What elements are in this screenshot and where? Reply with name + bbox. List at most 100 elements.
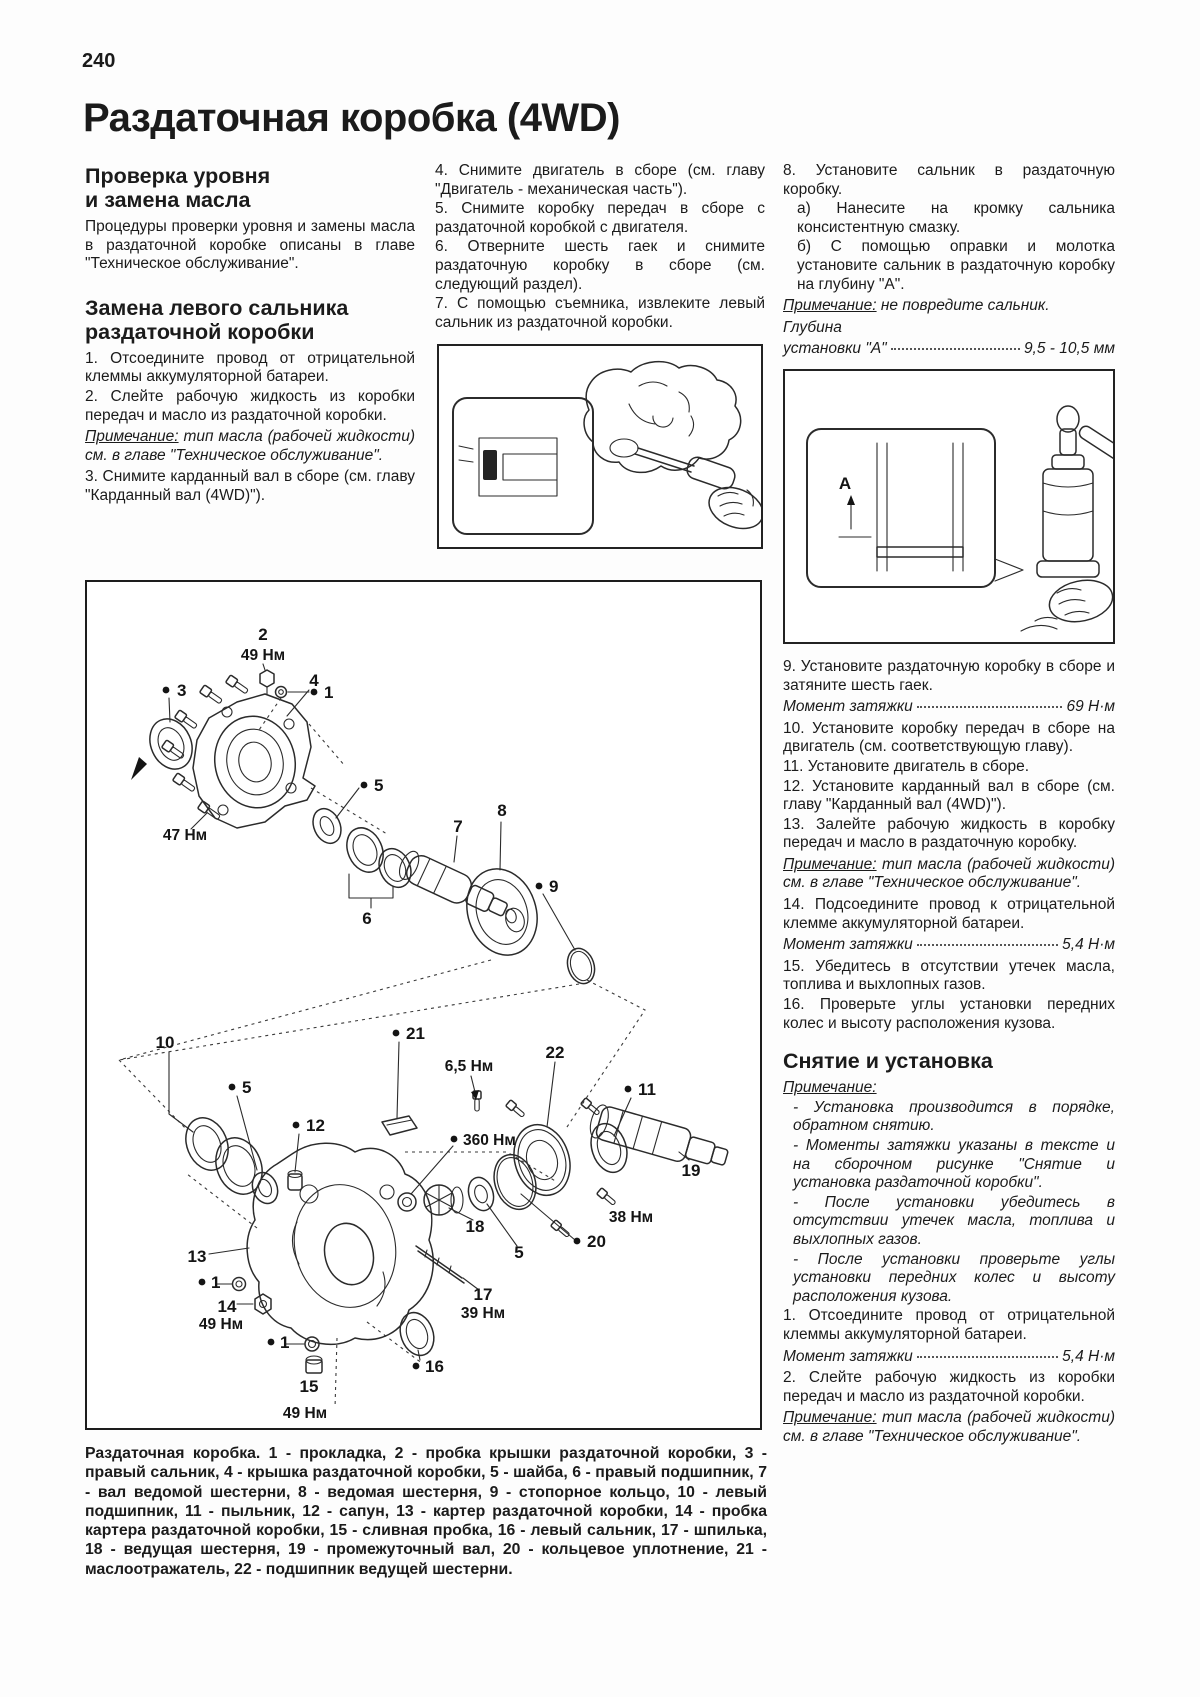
part-label-7: 7 [453, 817, 462, 836]
stud-drawing [415, 1245, 465, 1284]
torque-spec-14: Момент затяжки 5,4 Н·м [783, 936, 1115, 955]
note-label: Примечание: [783, 297, 877, 315]
torque-label-360: 360 Нм [463, 1132, 516, 1149]
note-bullet-1: - Установка производится в порядке, обра… [793, 1098, 1115, 1135]
part-label-15: 15 [300, 1377, 319, 1396]
para-oil-check: Процедуры проверки уровня и замены масла… [85, 218, 415, 273]
gasket-washer-drawing [274, 685, 288, 699]
seal-driver-tool-drawing [1036, 405, 1113, 578]
puller-tool-drawing [634, 447, 761, 530]
part-label-12: 12 [306, 1116, 325, 1135]
spec-label: установки "А" [783, 340, 887, 358]
step-12: 12. Установите карданный вал в сборе (см… [783, 777, 1115, 814]
step-16: 16. Проверьте углы установки передних ко… [783, 996, 1115, 1032]
step-5: 5. Снимите коробку передач в сборе с раз… [435, 200, 765, 236]
right-bearing-drawing [346, 827, 412, 889]
washer-drawing [312, 807, 342, 845]
o-ring-drawing [493, 1153, 537, 1211]
part-label-5: 5 [374, 776, 383, 795]
driven-gear-shaft-drawing [398, 850, 508, 917]
note-label: Примечание: [783, 1409, 877, 1427]
spec-value: 5,4 Н·м [1062, 1347, 1115, 1365]
ri-step-2: 2. Слейте рабочую жидкость из коробки пе… [783, 1369, 1115, 1405]
torque-label-47: 47 Нм [163, 827, 207, 844]
part-label-11: 11 [638, 1080, 656, 1099]
part-label-22: 22 [546, 1043, 565, 1062]
part-label-16: 16 [425, 1357, 444, 1376]
part-label-1: 1 [324, 683, 333, 702]
shaft-nut-drawing [397, 1192, 417, 1212]
step-2: 2. Слейте рабочую жидкость из коробки пе… [85, 387, 415, 424]
torque-label-49c: 49 Нм [283, 1405, 327, 1422]
upper-assembly: 1 2 49 Нм 3 4 5 6 7 8 9 47 Нм [131, 625, 596, 985]
step-8a: а) Нанесите на кромку сальника консистен… [797, 200, 1115, 236]
construction-lines [118, 697, 646, 1409]
note-seal: Примечание: не повредите сальник. [783, 297, 1115, 316]
snap-ring-drawing [566, 947, 596, 985]
step-4: 4. Снимите двигатель в сборе (см. главу … [435, 162, 765, 198]
step-8b: б) С помощью оправки и молотка установит… [797, 238, 1115, 293]
note-ri: Примечание: [783, 1079, 1115, 1098]
exploded-diagram: 1 2 49 Нм 3 4 5 6 7 8 9 47 Нм [118, 625, 729, 1422]
seal-removal-drawing [452, 361, 761, 536]
note-text: тип масла (рабочей жидкости) см. в главе… [783, 855, 1115, 892]
depth-spec: установки "А" 9,5 - 10,5 мм [783, 340, 1115, 359]
heading-oil-check: Проверка уровня и замена масла [85, 164, 271, 212]
spec-value: 9,5 - 10,5 мм [1023, 340, 1115, 358]
left-bearing-drawing [185, 1117, 263, 1195]
upper-leader-lines [168, 689, 576, 951]
hand-drawing [1020, 579, 1113, 632]
part-label-14: 14 [218, 1297, 237, 1316]
torque-label-65: 6,5 Нм [445, 1058, 494, 1075]
dotted-leader [916, 706, 1063, 709]
spec-value: 69 Н·м [1066, 698, 1115, 716]
dotted-leader [890, 348, 1020, 351]
cover-plate-drawing [192, 693, 316, 829]
note-bullet-3: - После установки убедитесь в отсутствии… [793, 1193, 1115, 1248]
step-3: 3. Снимите карданный вал в сборе (см. гл… [85, 468, 415, 504]
note-bullet-4: - После установки проверьте углы установ… [793, 1250, 1115, 1305]
driven-gear-drawing [466, 868, 538, 956]
step-9: 9. Установите раздаточную коробку в сбор… [783, 657, 1115, 694]
heading-left-seal: Замена левого сальника раздаточной короб… [85, 295, 349, 344]
torque-label-39: 39 Нм [461, 1305, 505, 1322]
note-oil-type-ri: Примечание: тип масла (рабочей жидкости)… [783, 1409, 1115, 1446]
drive-gear-drawing [423, 1184, 464, 1216]
washer-right-drawing [467, 1176, 495, 1212]
torque-spec-ri1: Момент затяжки 5,4 Н·м [783, 1348, 1115, 1367]
part-label-1b: 1 [211, 1273, 220, 1292]
intermediate-shaft-drawing [589, 1104, 729, 1166]
step-14: 14. Подсоедините провод к отрицательной … [783, 896, 1115, 932]
lower-leader-lines [168, 1041, 690, 1361]
dotted-leader [916, 1355, 1059, 1358]
part-label-21: 21 [406, 1024, 425, 1043]
spec-value: 5,4 Н·м [1062, 936, 1115, 954]
page-number: 240 [82, 50, 116, 72]
right-seal-drawing [131, 718, 193, 780]
part-label-1c: 1 [280, 1333, 289, 1352]
note-text: не повредите сальник. [876, 297, 1050, 315]
spec-label: Момент затяжки [783, 1347, 913, 1365]
diagram-caption: Раздаточная коробка. 1 - прокладка, 2 - … [85, 1445, 767, 1578]
part-label-13: 13 [188, 1247, 207, 1266]
breather-drawing [287, 1169, 303, 1191]
cover-bolts-drawing [161, 674, 249, 820]
part-label-5c: 5 [514, 1243, 523, 1262]
part-label-5b: 5 [242, 1078, 251, 1097]
page-title: Раздаточная коробка (4WD) [83, 96, 620, 140]
step-7: 7. С помощью съемника, извлеките левый с… [435, 295, 765, 331]
note-label: Примечание: [783, 1079, 877, 1097]
lower-assembly: 10 5 12 21 6,5 Нм 360 Нм 22 11 19 38 Нм … [156, 1024, 729, 1422]
case-plug-drawing [231, 1276, 323, 1374]
note-label: Примечание: [85, 428, 179, 446]
figure-seal-install: А [783, 368, 1115, 644]
column-right: 8. Установите сальник в раздаточную коро… [783, 162, 1115, 1450]
part-label-9: 9 [549, 877, 558, 896]
part-label-4: 4 [309, 671, 319, 690]
part-label-2: 2 [258, 625, 267, 644]
step-15: 15. Убедитесь в отсутствии утечек масла,… [783, 957, 1115, 994]
step-6: 6. Отверните шесть гаек и снимите раздат… [435, 238, 765, 293]
depth-section-inset: А [806, 427, 1024, 588]
part-label-17: 17 [474, 1285, 493, 1304]
